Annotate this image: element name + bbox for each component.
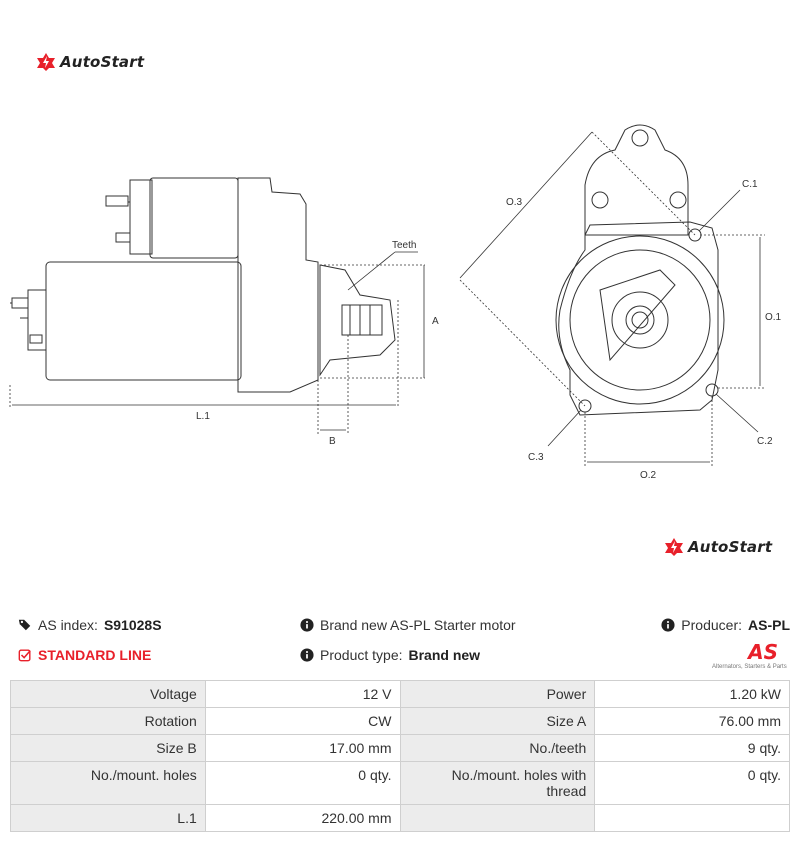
producer-value: AS-PL bbox=[748, 617, 790, 633]
spec-value: 76.00 mm bbox=[594, 707, 790, 735]
spec-key: L.1 bbox=[10, 804, 206, 832]
producer-label: Producer: bbox=[681, 617, 742, 633]
description: Brand new AS-PL Starter motor bbox=[300, 617, 516, 633]
standard-line-badge: STANDARD LINE bbox=[18, 647, 151, 663]
as-index-label: AS index: bbox=[38, 617, 98, 633]
product-type: Product type: Brand new bbox=[300, 647, 480, 663]
label-a: A bbox=[432, 316, 439, 327]
spec-value: 1.20 kW bbox=[594, 680, 790, 708]
spec-key: No./teeth bbox=[399, 734, 596, 762]
tags-icon bbox=[18, 619, 31, 631]
producer: Producer: AS-PL bbox=[661, 617, 790, 633]
spec-key bbox=[399, 804, 596, 832]
info-circle-icon bbox=[661, 618, 675, 632]
product-type-label: Product type: bbox=[320, 647, 403, 663]
label-l1: L.1 bbox=[196, 411, 210, 422]
brand-name: AutoStart bbox=[688, 538, 773, 556]
spec-key: Rotation bbox=[10, 707, 206, 735]
label-o3: O.3 bbox=[506, 197, 523, 208]
as-logo-text: AS bbox=[748, 640, 778, 664]
table-row: Voltage 12 V Power 1.20 kW bbox=[10, 680, 790, 708]
spec-value: 0 qty. bbox=[204, 761, 401, 805]
label-c3: C.3 bbox=[528, 452, 544, 463]
label-b: B bbox=[329, 436, 336, 447]
spec-key: Size A bbox=[399, 707, 596, 735]
front-upper-lobe bbox=[584, 124, 689, 236]
info-circle-icon bbox=[300, 648, 314, 662]
label-teeth: Teeth bbox=[392, 240, 416, 251]
autostart-logo-icon bbox=[37, 53, 55, 71]
spec-key: No./mount. holes with thread bbox=[399, 761, 596, 805]
label-c2: C.2 bbox=[757, 436, 773, 447]
table-row: No./mount. holes 0 qty. No./mount. holes… bbox=[10, 761, 790, 805]
spec-key: No./mount. holes bbox=[10, 761, 206, 805]
spec-key: Size B bbox=[10, 734, 206, 762]
motor-body bbox=[45, 261, 242, 381]
front-housing-outer bbox=[555, 235, 725, 405]
technical-drawing: Teeth A L.1 B O.3 C.1 O.1 C.2 C. bbox=[9, 124, 782, 480]
spec-value: 0 qty. bbox=[594, 761, 790, 805]
table-row: L.1 220.00 mm bbox=[10, 804, 790, 832]
label-c1: C.1 bbox=[742, 179, 758, 190]
spec-value: 9 qty. bbox=[594, 734, 790, 762]
info-circle-icon bbox=[300, 618, 314, 632]
brand-name: AutoStart bbox=[60, 53, 145, 71]
standard-line-text: STANDARD LINE bbox=[38, 647, 152, 663]
pinion bbox=[341, 304, 383, 336]
check-square-icon bbox=[18, 649, 31, 662]
description-text: Brand new AS-PL Starter motor bbox=[320, 617, 516, 633]
brand-logo-bottom: AutoStart bbox=[664, 537, 772, 557]
spec-value: CW bbox=[204, 707, 401, 735]
spec-value: 12 V bbox=[204, 680, 401, 708]
brand-logo-top: AutoStart bbox=[36, 52, 144, 72]
label-o1: O.1 bbox=[765, 312, 782, 323]
spec-value bbox=[594, 804, 790, 832]
as-index: AS index: S91028S bbox=[18, 617, 162, 633]
table-row: Size B 17.00 mm No./teeth 9 qty. bbox=[10, 734, 790, 762]
drive-housing bbox=[237, 177, 319, 393]
autostart-logo-icon bbox=[665, 538, 683, 556]
spec-value: 17.00 mm bbox=[204, 734, 401, 762]
as-index-value: S91028S bbox=[103, 617, 162, 633]
front-flange bbox=[558, 221, 719, 416]
as-logo-tagline: Alternators, Starters & Parts bbox=[712, 664, 787, 670]
product-type-value: Brand new bbox=[408, 647, 481, 663]
spec-key: Power bbox=[399, 680, 596, 708]
table-row: Rotation CW Size A 76.00 mm bbox=[10, 707, 790, 735]
solenoid-cap bbox=[129, 179, 153, 255]
as-pl-logo: AS Alternators, Starters & Parts bbox=[712, 640, 792, 670]
spec-value: 220.00 mm bbox=[204, 804, 401, 832]
spec-table: Voltage 12 V Power 1.20 kW Rotation CW S… bbox=[10, 680, 790, 832]
spec-key: Voltage bbox=[10, 680, 206, 708]
solenoid bbox=[149, 177, 239, 259]
label-o2: O.2 bbox=[640, 470, 657, 480]
